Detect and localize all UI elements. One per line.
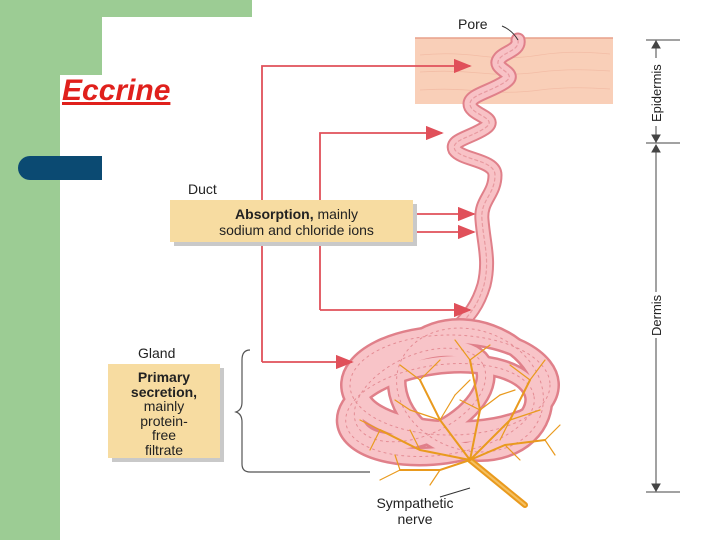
- slide-title: Eccrine: [62, 74, 171, 107]
- secretion-line1: Primary: [137, 369, 191, 385]
- secretion-line2: secretion,: [130, 383, 198, 400]
- secretion-line5: free: [151, 427, 177, 443]
- absorption-line2: sodium and chloride ions: [219, 222, 374, 238]
- absorption-rest: mainly: [313, 206, 358, 222]
- sympathetic-nerve: [359, 339, 561, 508]
- gland-coil: [335, 318, 560, 467]
- gland-label: Gland: [138, 345, 176, 361]
- epidermis-label: Epidermis: [649, 64, 664, 122]
- nerve-label: Sympathetic nerve: [360, 495, 470, 527]
- secretion-line6: filtrate: [144, 441, 184, 458]
- green-accent-bar: [60, 17, 102, 75]
- absorption-box: Absorption, mainly sodium and chloride i…: [170, 200, 413, 242]
- nerve-pointer: [439, 487, 471, 498]
- green-top-band: [60, 0, 252, 17]
- duct-label: Duct: [188, 181, 217, 197]
- nerve-label-line1: Sympathetic: [376, 495, 454, 511]
- pore-pointer: [501, 25, 519, 41]
- dermis-label: Dermis: [649, 294, 664, 336]
- scale-bar: [646, 39, 680, 493]
- secretion-line3: mainly: [143, 398, 185, 414]
- secretion-box: Primary secretion, mainly protein- free …: [108, 364, 220, 458]
- arrows: [261, 58, 476, 370]
- nerve-label-line2: nerve: [397, 511, 433, 527]
- gland-bracket: [234, 349, 370, 473]
- bullet-pill: [18, 156, 102, 180]
- secretion-line4: protein-: [140, 412, 188, 429]
- sweat-duct: [446, 32, 526, 338]
- green-side-band: [0, 0, 60, 540]
- absorption-bold: Absorption,: [235, 206, 314, 222]
- pore-label: Pore: [458, 16, 488, 32]
